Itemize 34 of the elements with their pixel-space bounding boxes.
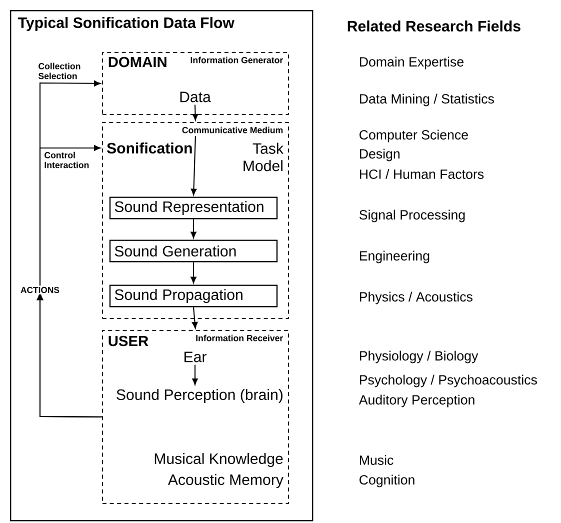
field-label: Auditory Perception bbox=[358, 394, 474, 408]
field-label: Physiology / Biology bbox=[360, 350, 478, 364]
field-label: Design bbox=[360, 148, 400, 162]
field-label: Engineering bbox=[360, 250, 430, 264]
process-box: Sound Propagation bbox=[109, 284, 278, 308]
arrow bbox=[190, 136, 197, 196]
node-label: Acoustic Memory bbox=[168, 474, 284, 488]
process-box: Sound Generation bbox=[109, 240, 278, 262]
arrow bbox=[190, 262, 196, 284]
arrow bbox=[190, 219, 196, 238]
field-label: Music bbox=[360, 455, 394, 465]
arrow bbox=[192, 364, 198, 385]
node-label: Task Model bbox=[244, 142, 284, 172]
field-label: Cognition bbox=[360, 474, 414, 488]
side-label: ACTIONS bbox=[19, 286, 61, 294]
column-heading: Related Research Fields bbox=[348, 20, 520, 32]
node-label: Ear bbox=[184, 352, 206, 362]
arrow bbox=[39, 145, 102, 418]
edge-label: Collection Selection bbox=[38, 62, 80, 80]
process-box: Sound Representation bbox=[109, 196, 278, 220]
arrow bbox=[192, 307, 198, 329]
field-label: Domain Expertise bbox=[360, 56, 464, 70]
edge-label: Control Interaction bbox=[44, 152, 89, 168]
field-label: Psychology / Psychoacoustics bbox=[360, 374, 537, 388]
field-label: Signal Processing bbox=[359, 210, 465, 222]
node-label: Data bbox=[180, 92, 211, 102]
field-label: Computer Science bbox=[360, 130, 468, 142]
arrow bbox=[192, 104, 198, 121]
node-label: Sound Perception (brain) bbox=[116, 388, 282, 403]
field-label: Data Mining / Statistics bbox=[360, 94, 494, 106]
node-label: Sonification bbox=[106, 142, 192, 154]
field-label: Physics / Acoustics bbox=[360, 292, 472, 304]
node-label: Musical Knowledge bbox=[154, 452, 283, 467]
field-label: HCI / Human Factors bbox=[360, 169, 484, 179]
